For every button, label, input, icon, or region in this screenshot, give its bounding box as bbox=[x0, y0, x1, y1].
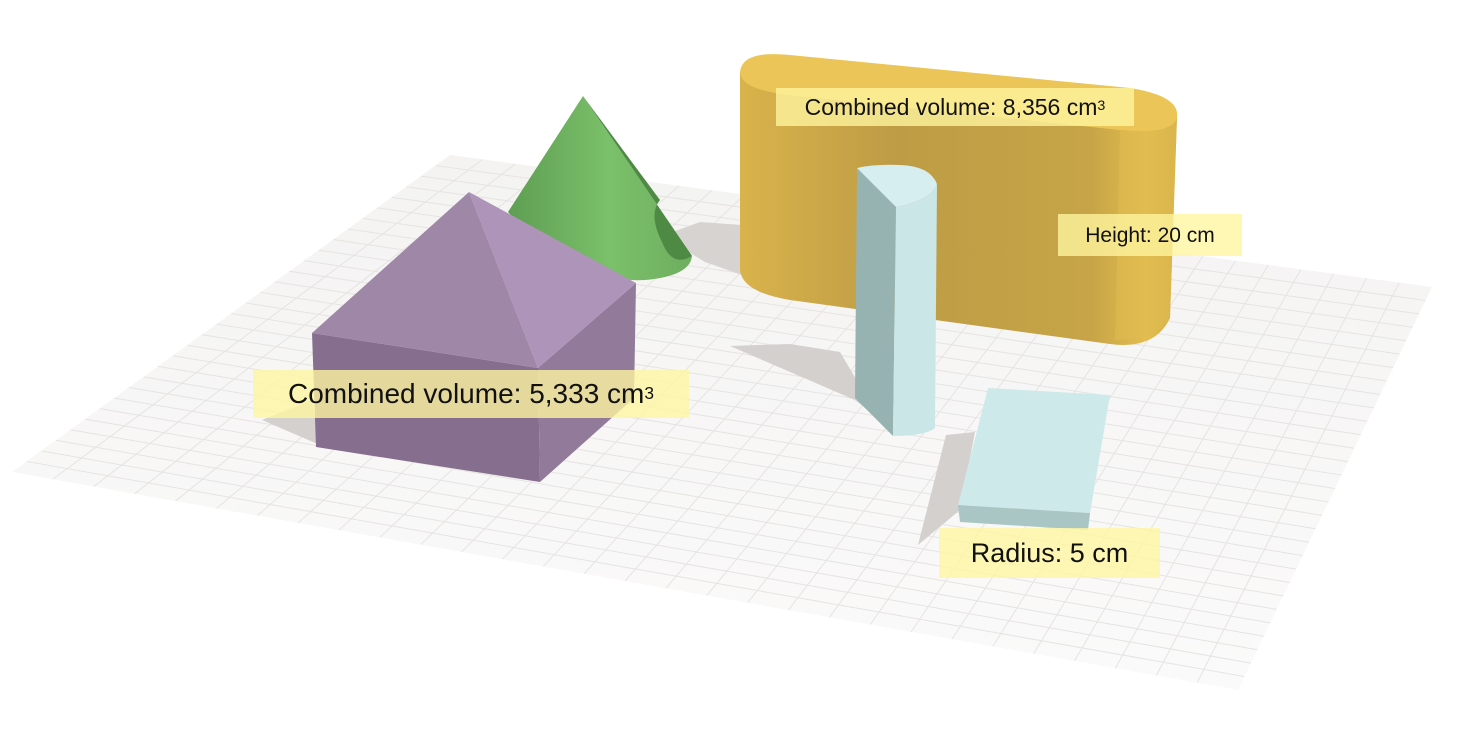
yellow-shape-shadow bbox=[662, 222, 742, 275]
green-cone-shade bbox=[583, 96, 692, 260]
yellow-height-text: Height: 20 cm bbox=[1085, 223, 1215, 247]
grid-line bbox=[1155, 277, 1367, 676]
yellow-shape-height-label: Height: 20 cm bbox=[1058, 214, 1242, 256]
cyan-radius-text: Radius: 5 cm bbox=[970, 537, 1129, 568]
green-cone bbox=[508, 96, 692, 281]
cyan-half-cylinder bbox=[855, 164, 937, 436]
grid-line bbox=[1074, 269, 1302, 662]
cyan-box-front-face bbox=[958, 388, 1110, 513]
cyan-half-cylinder-flat-face bbox=[855, 168, 896, 436]
cyan-shape-radius-label: Radius: 5 cm bbox=[939, 528, 1160, 578]
purple-pyramid-front-face bbox=[312, 192, 538, 368]
purple-volume-text: Combined volume: 5,333 cm bbox=[287, 378, 645, 409]
cyan-half-cylinder-shadow bbox=[730, 344, 880, 420]
cyan-box bbox=[958, 388, 1110, 530]
purple-pyramid-right-face bbox=[469, 192, 636, 368]
cyan-half-cylinder-top bbox=[857, 164, 937, 207]
cyan-box-bottom-face bbox=[958, 505, 1090, 530]
yellow-prism-body bbox=[740, 72, 1177, 345]
green-cone-surface bbox=[508, 96, 692, 281]
grid-line bbox=[1114, 273, 1335, 669]
yellow-volume-text: Combined volume: 8,356 cm bbox=[804, 93, 1098, 120]
cyan-box-shadow bbox=[918, 432, 975, 545]
grid-line bbox=[1196, 282, 1400, 683]
cyan-half-cylinder-curved-face bbox=[893, 184, 937, 436]
